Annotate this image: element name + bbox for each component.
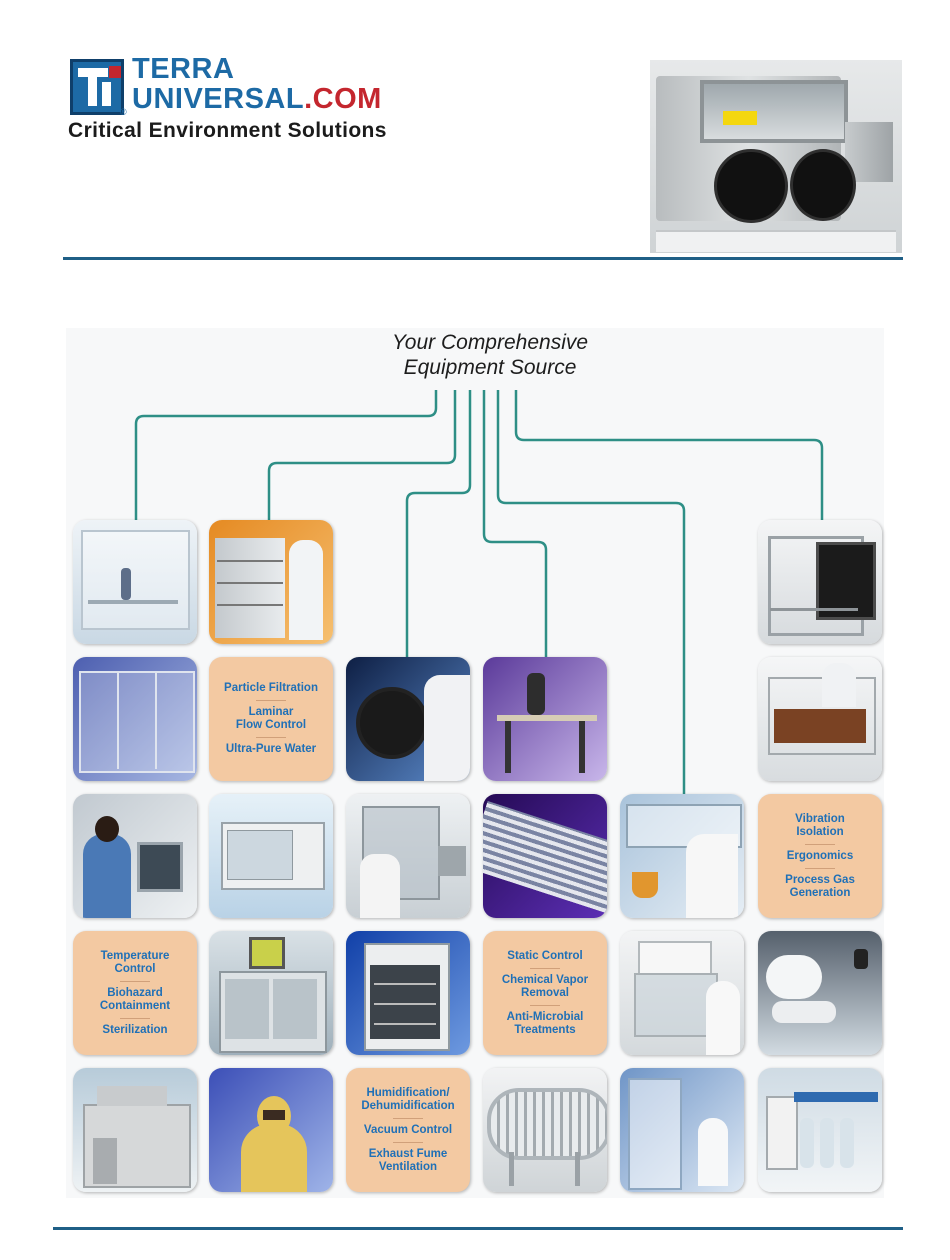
connector-line	[134, 390, 438, 520]
diagram-title: Your Comprehensive Equipment Source	[391, 331, 589, 379]
text-tile-line: Ultra-Pure Water	[225, 743, 317, 755]
header-divider	[63, 257, 903, 260]
text-tile-line: Ergonomics	[786, 849, 854, 862]
photo-stainless-roller-rack	[483, 1068, 607, 1192]
text-tile-line: Anti-Microbial Treatments	[506, 1010, 584, 1036]
connector-line	[514, 390, 824, 520]
photo-water-purification-system	[758, 1068, 882, 1192]
photo-hardwall-cleanroom	[73, 657, 197, 781]
text-tile-vibration: Vibration Isolation Ergonomics Process G…	[758, 794, 882, 918]
text-tile-filtration: Particle Filtration Laminar Flow Control…	[209, 657, 333, 781]
photo-cleanroom-operator-gown	[209, 1068, 333, 1192]
text-tile-line: Humidification/ Dehumidification	[361, 1086, 455, 1112]
photo-louvered-filter-panel	[483, 794, 607, 918]
logo-wordmark-terra: TERRA	[132, 53, 235, 85]
photo-laboratory-incubator	[346, 931, 470, 1055]
connector-line	[267, 390, 457, 520]
text-tile-temperature: Temperature Control Biohazard Containmen…	[73, 931, 197, 1055]
text-tile-line: Biohazard Containment	[99, 986, 171, 1012]
photo-garment-cabinet-lab	[620, 1068, 744, 1192]
photo-cleanroom-chairs	[758, 931, 882, 1055]
text-tile-line: Particle Filtration	[224, 682, 318, 694]
connector-line	[496, 390, 686, 794]
footer-divider	[53, 1227, 903, 1230]
connector-line	[482, 390, 548, 657]
photo-pass-through-chamber-technician	[73, 794, 197, 918]
photo-microscope-workstations	[483, 657, 607, 781]
text-tile-line: Sterilization	[102, 1023, 168, 1036]
photo-laminar-flow-cabinet-technician	[209, 520, 333, 644]
photo-modular-cleanroom-building	[73, 1068, 197, 1192]
photo-isolator-glovebox	[346, 794, 470, 918]
photo-glovebox-technician	[346, 657, 470, 781]
photo-desiccator-cabinet	[209, 794, 333, 918]
photo-workbench-tray-cart	[758, 657, 882, 781]
terra-universal-logo[interactable]: TERRA UNIVERSAL.COM ® Critical Environme…	[62, 53, 442, 150]
photo-softwall-cleanroom	[73, 520, 197, 644]
text-tile-line: Process Gas Generation	[785, 873, 855, 899]
text-tile-line: Laminar Flow Control	[235, 706, 307, 731]
text-tile-line: Static Control	[507, 949, 583, 962]
text-tile-line: Temperature Control	[100, 949, 170, 975]
photo-fume-hood-chemist	[620, 794, 744, 918]
photo-dry-cabinet-monitor	[209, 931, 333, 1055]
connector-line	[405, 390, 472, 657]
text-tile-line: Chemical Vapor Removal	[501, 973, 589, 999]
text-tile-humidification: Humidification/ Dehumidification Vacuum …	[346, 1068, 470, 1192]
equipment-panel	[66, 328, 884, 1198]
text-tile-line: Vibration Isolation	[795, 812, 845, 838]
text-tile-line: Vacuum Control	[363, 1123, 453, 1136]
tagline: Critical Environment Solutions	[68, 119, 387, 142]
hero-glovebox-photo	[650, 60, 902, 253]
text-tile-static: Static Control Chemical Vapor Removal An…	[483, 931, 607, 1055]
text-tile-line: Exhaust Fume Ventilation	[368, 1147, 448, 1173]
ti-logo-icon	[70, 59, 124, 115]
photo-balance-enclosure	[620, 931, 744, 1055]
photo-pass-through-cart	[758, 520, 882, 644]
logo-wordmark-universal: UNIVERSAL.COM	[132, 83, 382, 115]
registered-mark: ®	[120, 107, 127, 117]
